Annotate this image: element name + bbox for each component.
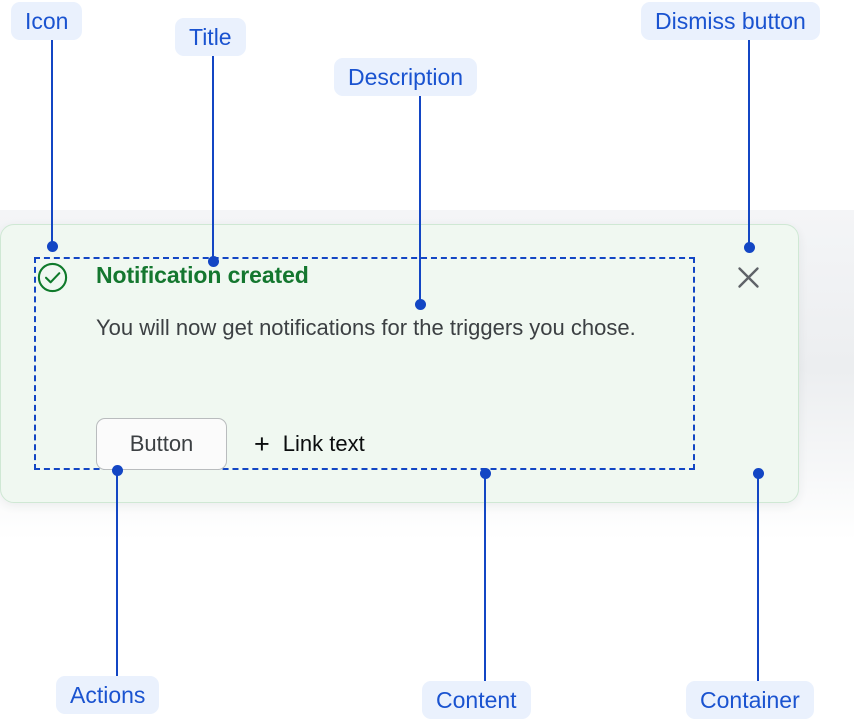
annotation-dot-icon — [46, 241, 58, 252]
notification-description: You will now get notifications for the t… — [96, 315, 636, 340]
annotation-dot-content — [479, 468, 491, 479]
annotation-label-icon: Icon — [11, 2, 83, 40]
annotation-connector-container — [757, 474, 759, 681]
check-circle-icon — [37, 262, 68, 293]
annotation-dot-description — [414, 299, 426, 310]
notification-actions: Button + Link text — [96, 418, 365, 470]
annotation-dot-actions — [111, 465, 123, 476]
annotation-connector-dismiss-button — [748, 40, 750, 247]
close-icon[interactable] — [733, 262, 764, 293]
action-link[interactable]: + Link text — [254, 428, 365, 459]
annotation-connector-icon — [51, 40, 53, 246]
annotation-connector-title — [212, 56, 214, 261]
annotation-connector-description — [419, 96, 421, 304]
action-link-label: Link text — [282, 431, 365, 456]
annotation-label-content: Content — [422, 681, 531, 719]
annotation-connector-actions — [116, 471, 118, 676]
annotation-label-actions: Actions — [56, 676, 160, 714]
annotation-label-title: Title — [175, 18, 246, 56]
action-button[interactable]: Button — [96, 418, 227, 470]
notification-title: Notification created — [96, 262, 309, 288]
annotation-dot-title — [207, 256, 219, 267]
annotation-dot-container — [752, 468, 764, 479]
annotation-label-container: Container — [686, 681, 814, 719]
plus-icon: + — [254, 428, 270, 459]
annotation-label-description: Description — [334, 58, 478, 96]
annotation-connector-content — [484, 474, 486, 681]
annotation-dot-dismiss-button — [743, 242, 755, 253]
annotation-label-dismiss-button: Dismiss button — [641, 2, 820, 40]
